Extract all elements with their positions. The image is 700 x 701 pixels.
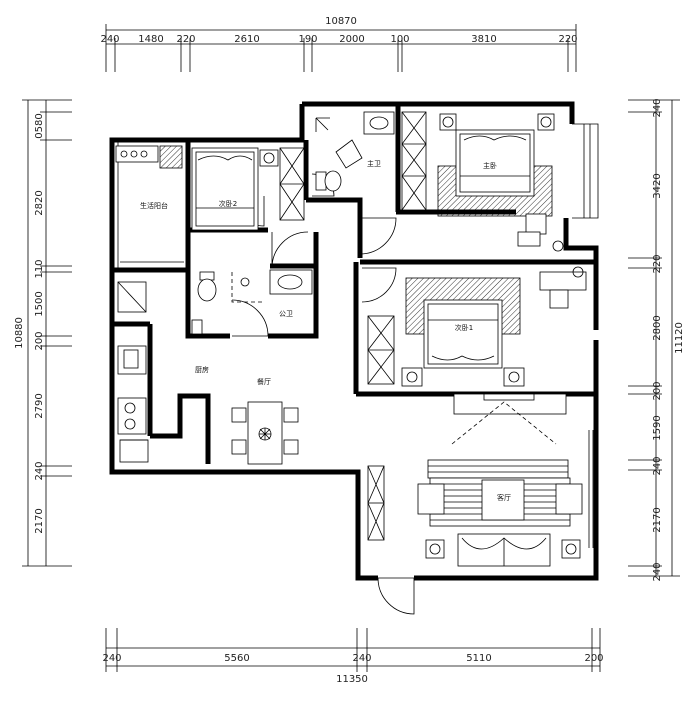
wardrobes <box>279 111 427 541</box>
master-bay-window <box>572 123 599 219</box>
room-labels: 主卧 主卫 次卧2 生活阳台 公卫 次卧1 厨房 餐厅 客厅 <box>140 159 511 502</box>
bottom-seg-1: 240 <box>102 653 121 664</box>
top-segment-labels: 240 1480 220 2610 190 2000 100 3810 220 <box>100 34 577 45</box>
bottom-seg-3: 240 <box>352 653 371 664</box>
room-label-master-bath: 主卫 <box>367 159 381 168</box>
top-seg-5: 190 <box>298 34 317 45</box>
living-room-window <box>588 430 594 548</box>
bottom-seg-2: 5560 <box>224 653 249 664</box>
right-seg-4: 2800 <box>652 315 663 340</box>
left-seg-5: 200 <box>34 331 45 350</box>
room-label-shared-bath: 公卫 <box>279 310 293 318</box>
room-label-bedroom1: 次卧1 <box>455 323 473 332</box>
right-seg-3: 220 <box>652 254 663 273</box>
bottom-total-dimension: 11350 <box>336 674 368 685</box>
bedroom1-bed <box>401 266 587 387</box>
right-seg-9: 240 <box>652 562 663 581</box>
room-label-utility-balcony: 生活阳台 <box>140 201 168 210</box>
right-seg-1: 240 <box>652 98 663 117</box>
top-seg-7: 100 <box>390 34 409 45</box>
right-seg-7: 240 <box>652 456 663 475</box>
left-seg-6: 2790 <box>34 393 45 418</box>
bottom-dimension-chain <box>105 628 601 672</box>
room-label-master-bedroom: 主卧 <box>483 161 497 170</box>
exterior-walls <box>109 101 599 581</box>
right-segment-labels: 240 3420 220 2800 200 1590 240 2170 240 <box>652 98 663 581</box>
top-seg-4: 2610 <box>234 34 259 45</box>
balcony-window <box>113 142 119 270</box>
top-total-dimension: 10870 <box>325 16 357 27</box>
bottom-seg-5: 200 <box>584 653 603 664</box>
left-seg-3: 110 <box>34 259 45 278</box>
right-seg-5: 200 <box>652 381 663 400</box>
left-seg-1: 0580 <box>34 113 45 138</box>
room-label-kitchen: 厨房 <box>195 365 209 374</box>
left-seg-7: 240 <box>34 461 45 480</box>
top-seg-6: 2000 <box>339 34 364 45</box>
left-seg-8: 2170 <box>34 508 45 533</box>
left-seg-2: 2820 <box>34 190 45 215</box>
top-seg-8: 3810 <box>471 34 496 45</box>
bottom-segment-labels: 240 5560 240 5110 200 <box>102 653 603 664</box>
left-dimension-chain <box>22 99 72 567</box>
right-seg-2: 3420 <box>652 173 663 198</box>
left-total-dimension: 10880 <box>14 317 25 349</box>
utility-balcony-fixtures <box>115 145 184 263</box>
master-bed <box>437 113 564 252</box>
right-total-dimension: 11120 <box>674 322 685 354</box>
bottom-seg-4: 5110 <box>466 653 491 664</box>
top-seg-1: 240 <box>100 34 119 45</box>
right-seg-6: 1590 <box>652 415 663 440</box>
shared-bath-fixtures <box>191 269 313 335</box>
dining-table <box>231 401 299 465</box>
living-room-furniture <box>417 393 583 567</box>
kitchen-fixtures <box>117 281 149 463</box>
top-dimension-chain <box>105 24 577 72</box>
room-label-living: 客厅 <box>497 493 511 502</box>
top-seg-9: 220 <box>558 34 577 45</box>
room-label-dining: 餐厅 <box>257 377 271 386</box>
left-seg-4: 1500 <box>34 291 45 316</box>
top-seg-2: 1480 <box>138 34 163 45</box>
room-label-bedroom2: 次卧2 <box>219 199 237 208</box>
right-dimension-chain <box>628 99 680 577</box>
left-segment-labels: 0580 2820 110 1500 200 2790 240 2170 <box>34 113 45 533</box>
right-seg-8: 2170 <box>652 507 663 532</box>
master-bath-fixtures <box>315 111 395 192</box>
top-seg-3: 220 <box>176 34 195 45</box>
bedroom2-bed <box>191 147 279 231</box>
